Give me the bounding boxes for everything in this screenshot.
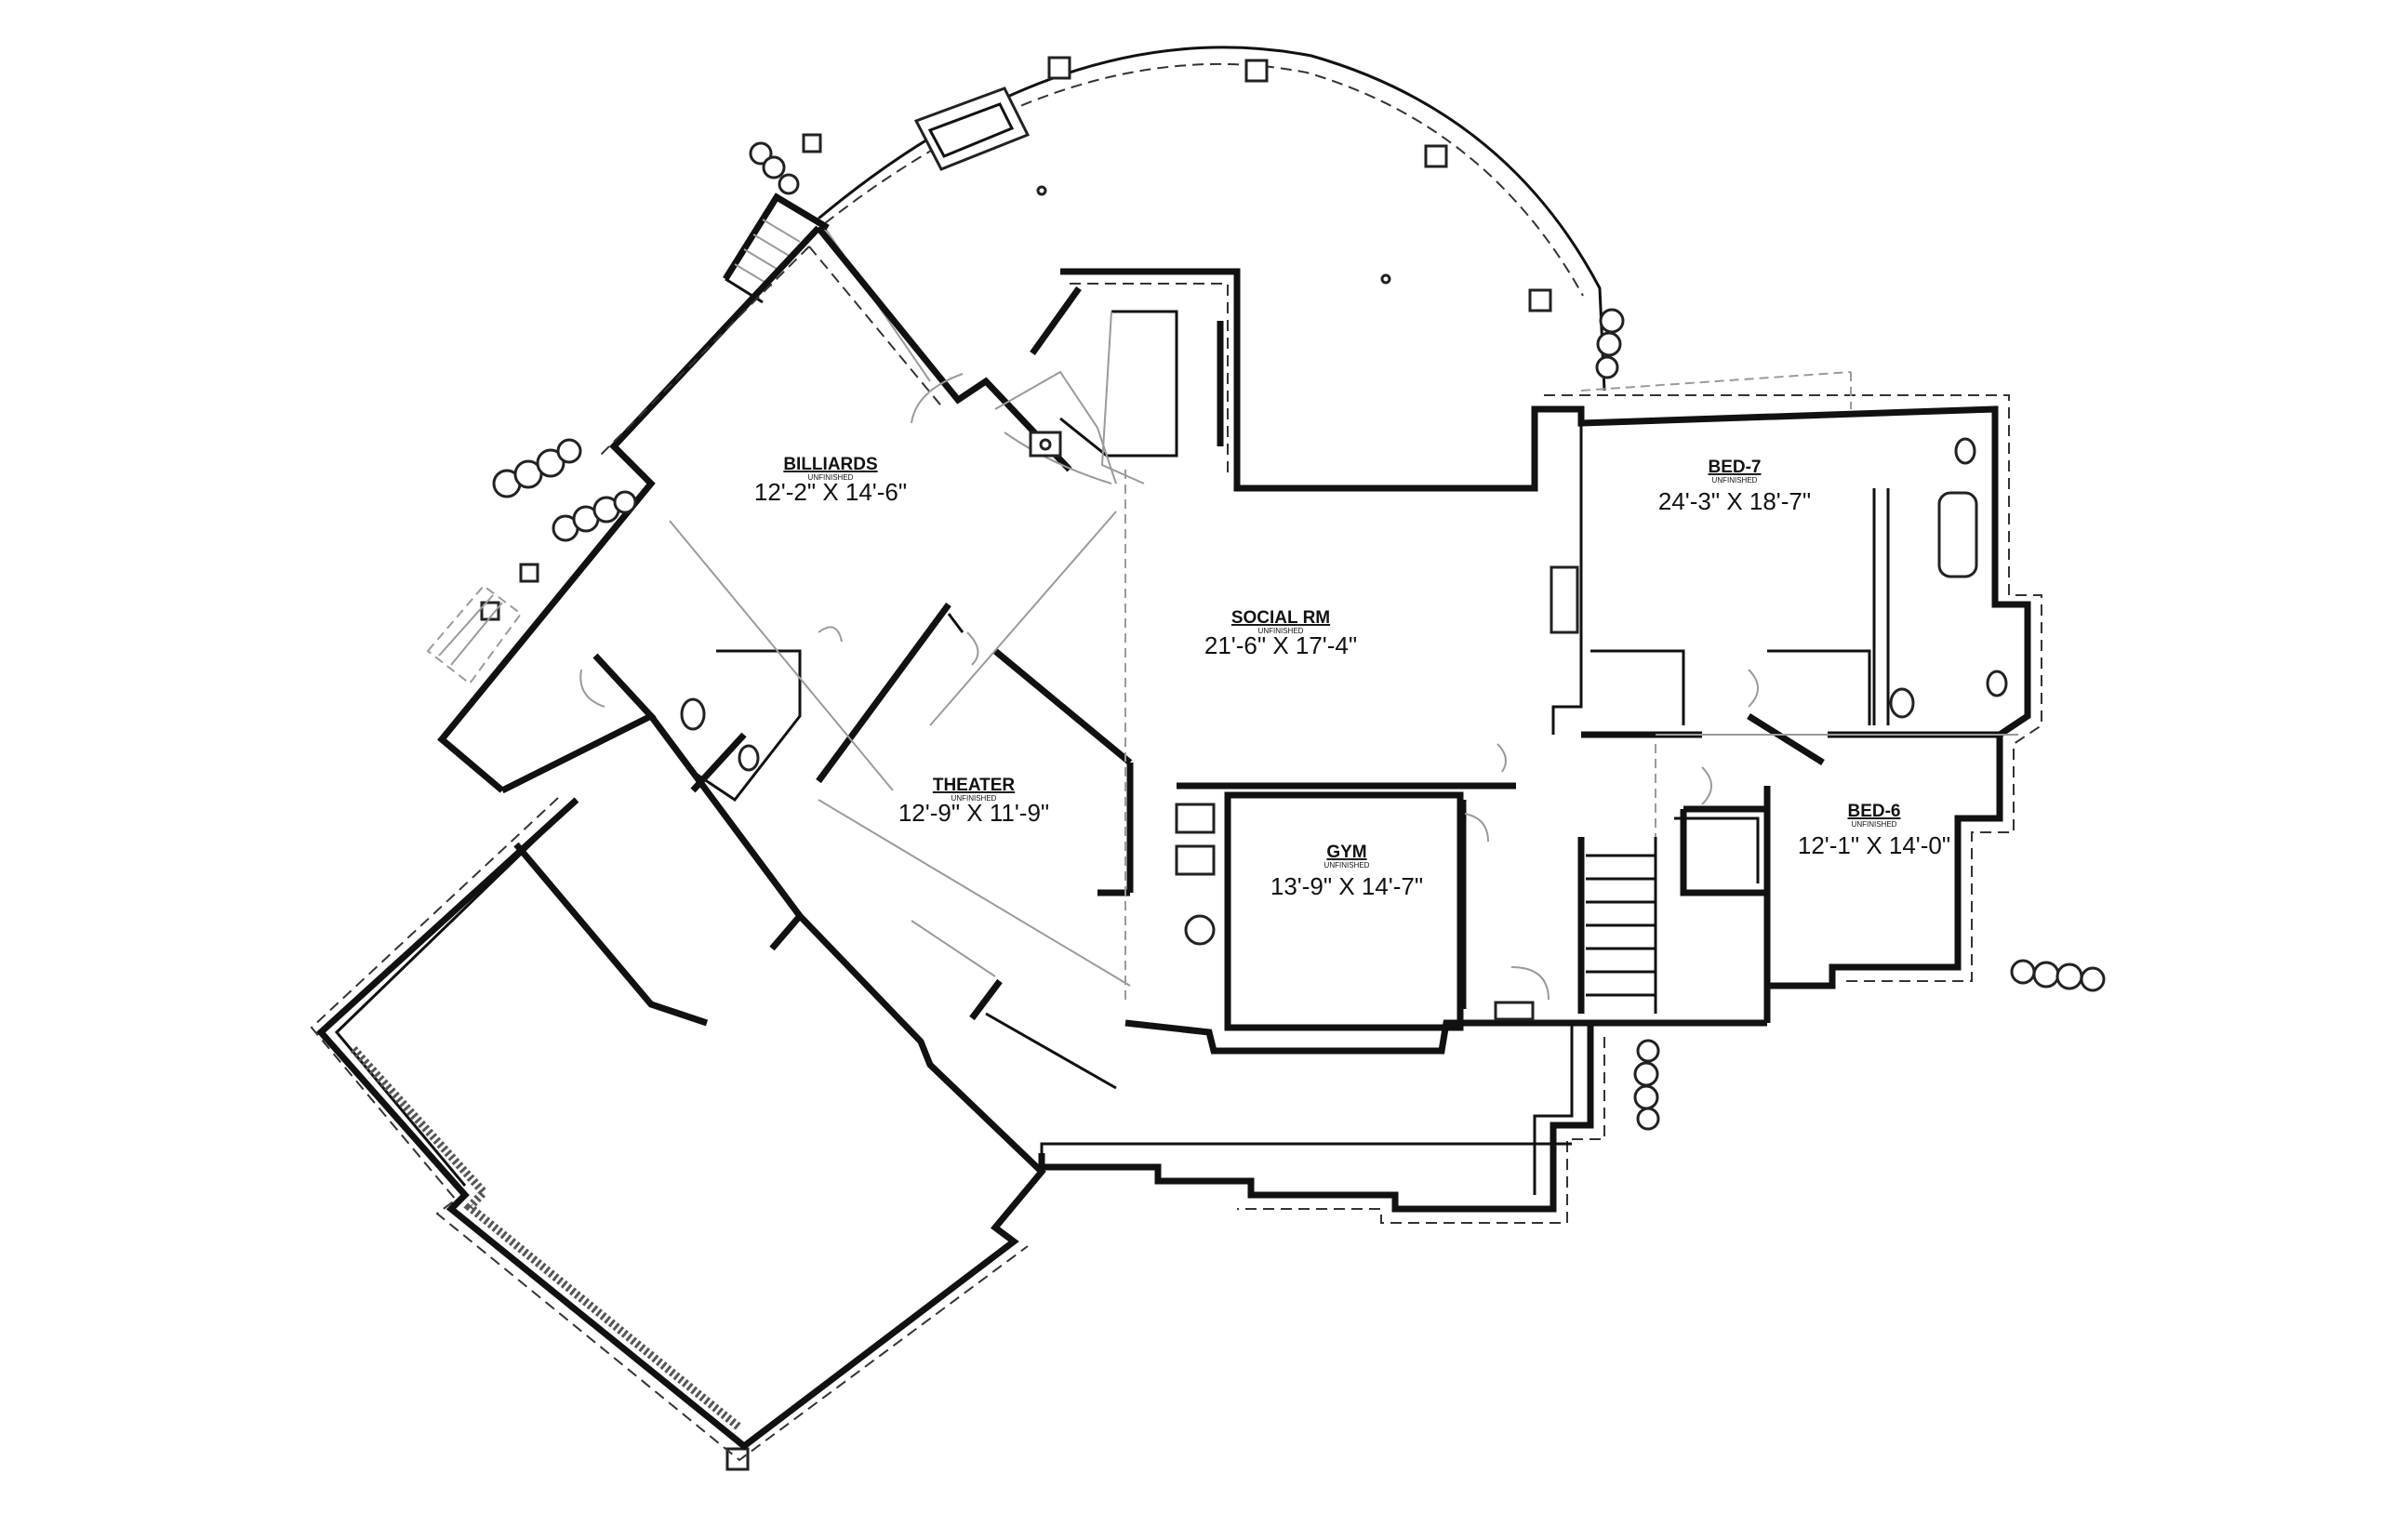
door-swing-icon (1510, 966, 1550, 1001)
door-swing-icon (1464, 813, 1489, 843)
room-dimensions: 12'-1" X 14'-0" (1798, 831, 1950, 859)
stair-icon (426, 584, 523, 685)
room-label-bed-6: BED-6 UNFINISHED 12'-1" X 14'-0" (1798, 802, 1950, 859)
room-label-social-rm: SOCIAL RM UNFINISHED 21'-6" X 17'-4" (1204, 608, 1357, 659)
outer-walls (310, 225, 2042, 1462)
room-note: UNFINISHED (1258, 627, 1304, 635)
room-name: GYM (1326, 843, 1366, 862)
column-icon (802, 133, 822, 153)
fireplace-icon (1550, 565, 1579, 634)
toilet-icon (738, 744, 760, 772)
column-icon (1244, 59, 1269, 83)
fireplace-icon (913, 86, 1031, 171)
interior-walls (690, 488, 2018, 1153)
room-dimensions: 24'-3" X 18'-7" (1658, 487, 1811, 515)
door-swing-icon (1496, 743, 1507, 773)
room-note: UNFINISHED (1712, 476, 1758, 485)
shrub-icon-group (492, 141, 2106, 1131)
column-icon (1528, 288, 1552, 312)
room-note: UNFINISHED (951, 794, 997, 803)
door-swing-icon (1748, 669, 1759, 708)
shrub-icon (749, 141, 800, 195)
room-name: SOCIAL RM (1231, 608, 1330, 628)
room-name: BED-7 (1708, 458, 1761, 477)
shrub-icon (492, 438, 582, 498)
room-label-billiards: BILLIARDS UNFINISHED 12'-2" X 14'-6" (754, 455, 907, 506)
room-label-theater: THEATER UNFINISHED 12'-9" X 11'-9" (898, 776, 1049, 827)
room-dimensions: 21'-6" X 17'-4" (1204, 631, 1357, 659)
toilet-icon (1889, 687, 1915, 719)
shrub-icon (1633, 1039, 1660, 1131)
shrub-icon (552, 490, 637, 542)
shrub-icon (1595, 308, 1625, 379)
detail-lines (669, 311, 1852, 1004)
door-swing-icon (911, 373, 964, 424)
room-note: UNFINISHED (1324, 861, 1370, 870)
sink-icon (1986, 670, 2008, 697)
column-icon-group (480, 56, 1552, 1471)
room-dimensions: 12'-2" X 14'-6" (754, 478, 907, 506)
door-swing-icon (579, 669, 605, 708)
sink-icon (1954, 437, 1976, 465)
room-name: BILLIARDS (783, 455, 877, 474)
shrub-icon (2010, 959, 2106, 992)
patio (810, 46, 1606, 392)
room-name: BED-6 (1847, 802, 1900, 821)
stair-icon (1586, 837, 1657, 1014)
sink-icon (1029, 431, 1062, 458)
column-icon (480, 601, 500, 621)
toilet-icon (680, 697, 706, 731)
room-name: THEATER (933, 776, 1016, 795)
fixtures (680, 431, 2008, 1021)
room-dimensions: 12'-9" X 11'-9" (898, 799, 1049, 827)
room-note: UNFINISHED (808, 473, 854, 482)
door-swing-icon (818, 626, 843, 643)
room-label-gym: GYM UNFINISHED 13'-9" X 14'-7" (1270, 843, 1423, 900)
room-note: UNFINISHED (1852, 820, 1897, 829)
room-label-bed-7: BED-7 UNFINISHED 24'-3" X 18'-7" (1658, 458, 1811, 515)
door-swing-icon (966, 631, 979, 666)
door-swing-icon-group (579, 373, 1759, 1001)
column-icon (1424, 144, 1448, 168)
room-dimensions: 13'-9" X 14'-7" (1270, 872, 1423, 900)
column-icon (1047, 56, 1071, 80)
door-swing-icon (1701, 766, 1712, 805)
column-icon (519, 563, 539, 583)
bathtub-icon (1937, 491, 1978, 578)
